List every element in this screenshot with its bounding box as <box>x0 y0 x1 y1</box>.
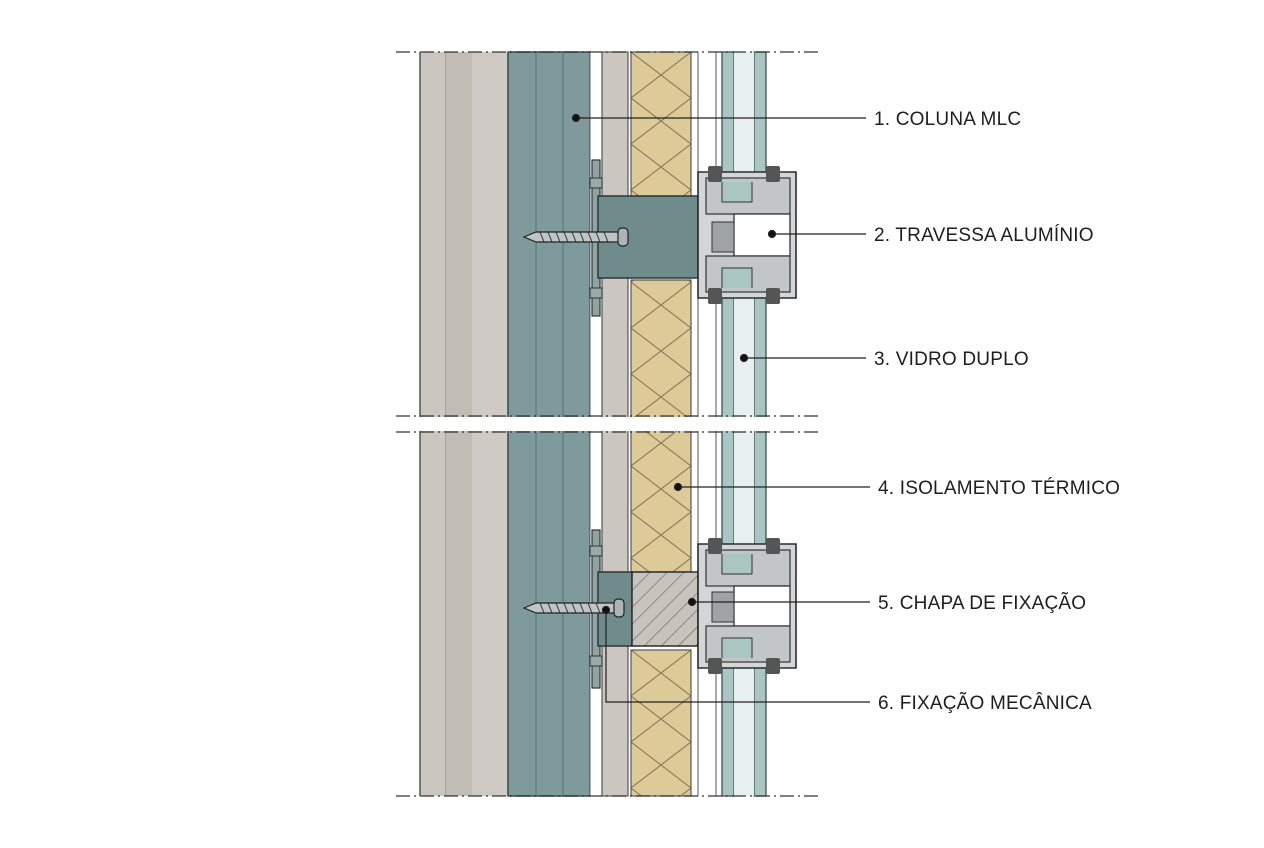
leader-lines <box>571 113 870 703</box>
screw-upper <box>522 227 629 247</box>
label-isolamento-termico: 4. ISOLAMENTO TÉRMICO <box>878 478 1120 499</box>
label-vidro-duplo: 3. VIDRO DUPLO <box>874 349 1029 370</box>
aluminium-transom-lower <box>697 538 797 674</box>
section-break-gap <box>400 417 820 431</box>
label-fixacao-mecanica: 6. FIXAÇÃO MECÂNICA <box>878 692 1092 714</box>
label-travessa-aluminio: 2. TRAVESSA ALUMÍNIO <box>874 225 1094 246</box>
break-lines <box>396 51 818 797</box>
aluminium-transom-upper <box>697 166 797 304</box>
screw-lower <box>522 598 625 618</box>
fixing-plate <box>631 571 699 647</box>
label-coluna-mlc: 1. COLUNA MLC <box>874 109 1021 130</box>
label-chapa-de-fixacao: 5. CHAPA DE FIXAÇÃO <box>878 592 1086 614</box>
lower-connection-node <box>522 529 797 689</box>
upper-connection-node <box>522 159 797 317</box>
